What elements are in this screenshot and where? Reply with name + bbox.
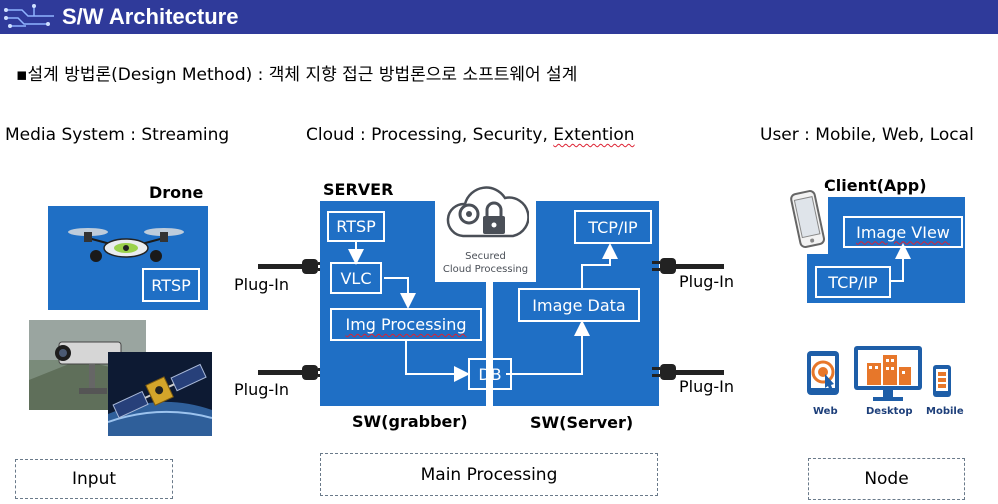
bullet-icon: ▪ <box>16 65 28 85</box>
plugin-right-bottom-icon <box>652 364 724 380</box>
cloud-badge-text: Secured Cloud Processing <box>435 250 536 276</box>
drone-icon <box>68 228 184 262</box>
img-processing-box: Img Processing <box>330 308 482 341</box>
main-processing-box: Main Processing <box>320 453 658 496</box>
client-app-title: Client(App) <box>824 176 927 195</box>
mobile-label: Mobile <box>926 406 964 417</box>
web-label: Web <box>813 406 838 417</box>
desktop-label: Desktop <box>866 406 913 417</box>
client-app-panel <box>807 197 965 303</box>
vlc-box: VLC <box>330 262 382 294</box>
user-heading: User : Mobile, Web, Local <box>760 125 974 145</box>
client-tcpip-box: TCP/IP <box>815 266 891 298</box>
server-title: SERVER <box>323 180 394 199</box>
input-group-box: Input <box>15 459 173 499</box>
design-method-text: 설계 방법론(Design Method) : 객체 지향 접근 방법론으로 소… <box>27 65 578 85</box>
desktop-monitor-icon <box>854 346 922 401</box>
cloud-heading: Cloud : Processing, Security, Extention <box>306 125 635 145</box>
server-flow-arrows <box>348 241 618 382</box>
server-tcpip-box: TCP/IP <box>574 210 652 244</box>
circuit-logo-icon <box>4 2 56 32</box>
server-rtsp-box: RTSP <box>327 211 385 242</box>
plugin-left-bottom-label: Plug-In <box>234 380 290 399</box>
title-bar <box>0 0 998 34</box>
drone-rtsp-box: RTSP <box>142 268 200 302</box>
drone-panel: RTSP <box>48 206 208 310</box>
satellite-image <box>108 352 212 436</box>
mobile-phone-icon <box>933 365 951 397</box>
db-box: DB <box>468 358 512 390</box>
plugin-left-top-icon <box>258 259 326 274</box>
web-tablet-icon <box>807 351 839 395</box>
node-group-box: Node <box>808 458 965 500</box>
image-data-box: Image Data <box>518 288 640 322</box>
plugin-right-top-label: Plug-In <box>679 272 735 291</box>
design-method-line: ▪설계 방법론(Design Method) : 객체 지향 접근 방법론으로 … <box>16 60 577 85</box>
plugin-left-bottom-icon <box>258 365 326 380</box>
img-processing-label: Img Processing <box>345 315 467 334</box>
drone-label: Drone <box>149 183 204 202</box>
plugin-left-top-label: Plug-In <box>234 275 290 294</box>
cloud-badge-line2: Cloud Processing <box>442 264 529 275</box>
cloud-heading-extention: Extention <box>553 125 635 145</box>
image-view-box: Image VIew <box>843 216 963 248</box>
plugin-right-bottom-label: Plug-In <box>679 377 735 396</box>
plugin-right-top-icon <box>652 258 724 274</box>
media-system-heading: Media System : Streaming <box>5 125 230 145</box>
sw-server-label: SW(Server) <box>530 413 634 432</box>
secured-cloud-badge: Secured Cloud Processing <box>435 172 536 282</box>
cloud-heading-text: Cloud : Processing, Security, <box>306 125 554 145</box>
cloud-lock-icon <box>446 186 529 238</box>
server-divider <box>486 201 493 406</box>
page-title: S/W Architecture <box>62 4 239 29</box>
cloud-badge-line1: Secured <box>465 251 506 262</box>
image-view-label: Image VIew <box>856 222 950 242</box>
client-flow-arrow <box>891 243 911 282</box>
sw-grabber-label: SW(grabber) <box>352 412 468 431</box>
phone-icon <box>788 188 828 254</box>
